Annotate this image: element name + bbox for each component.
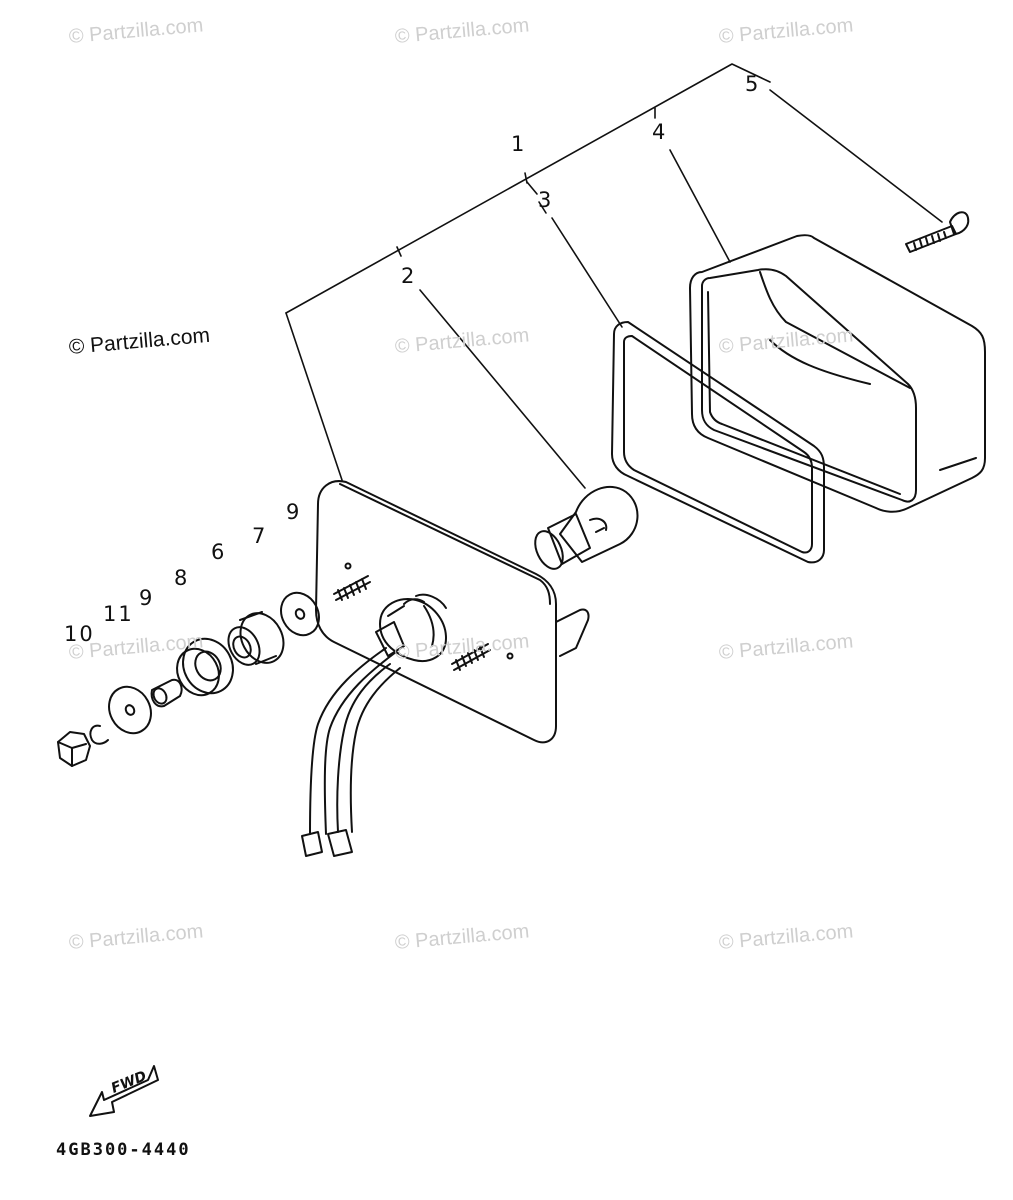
callout-9-left: 9 — [139, 586, 155, 610]
base-plate-part-1 — [301, 480, 590, 857]
callout-6: 6 — [211, 540, 227, 564]
callout-7: 7 — [252, 524, 268, 548]
callout-5: 5 — [745, 72, 761, 96]
bulb-part-2 — [534, 485, 639, 570]
gasket-part-3 — [611, 321, 825, 564]
callout-9-right: 9 — [286, 500, 302, 524]
figure-code: 4GB300-4440 — [56, 1140, 191, 1160]
mounting-hardware — [57, 591, 320, 767]
callout-11: 11 — [103, 602, 134, 626]
screw-part-5 — [905, 211, 970, 253]
callout-4: 4 — [652, 120, 668, 144]
lens-part-4 — [689, 234, 986, 513]
callout-2: 2 — [401, 264, 417, 288]
callout-1: 1 — [511, 132, 527, 156]
callout-10: 10 — [64, 622, 95, 646]
callout-3: 3 — [538, 188, 554, 212]
assembly-bracket-lines — [285, 63, 943, 489]
forward-arrow-icon — [89, 1065, 159, 1117]
callout-8: 8 — [174, 566, 190, 590]
